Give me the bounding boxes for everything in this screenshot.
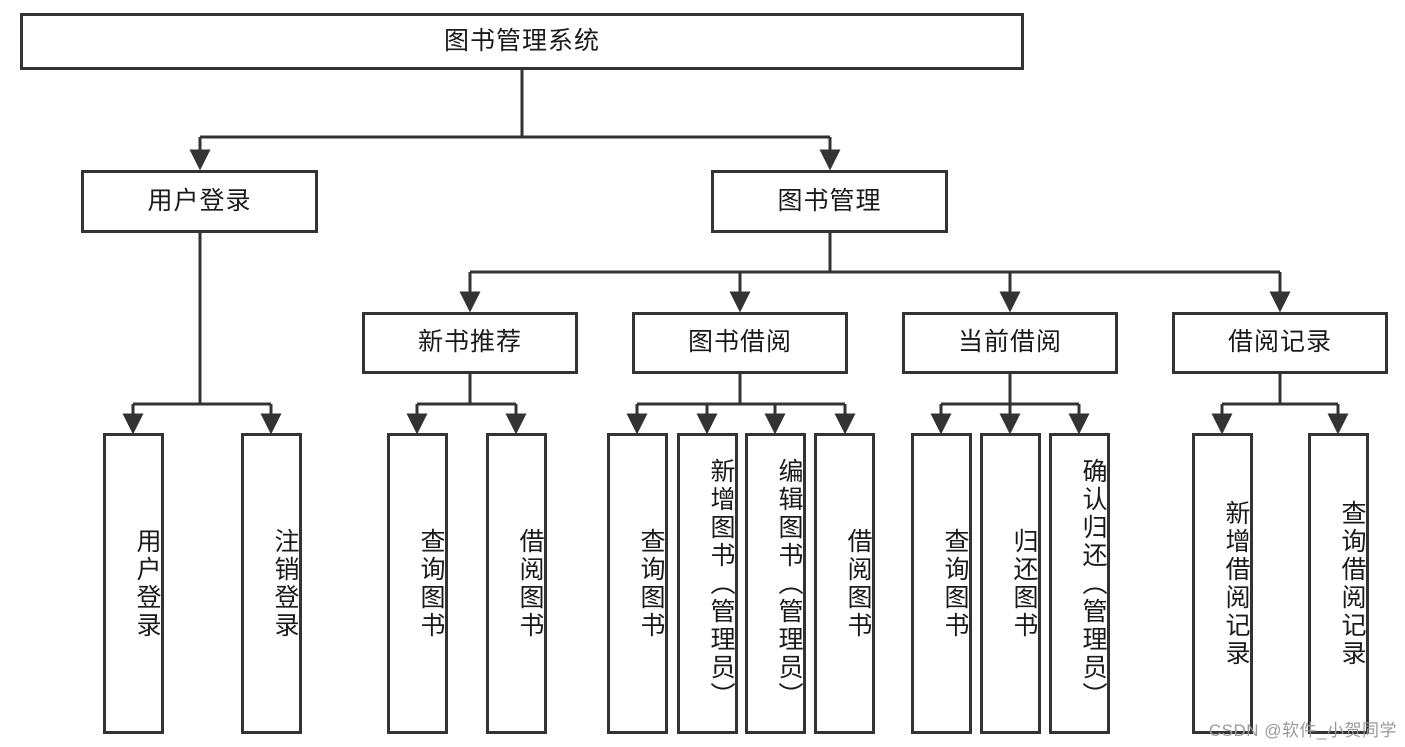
leaf-new-book-query-book[interactable]: 查询图书 — [387, 433, 448, 734]
node-current-borrow[interactable]: 当前借阅 — [902, 312, 1118, 374]
leaf-new-book-borrow-book[interactable]: 借阅图书 — [486, 433, 547, 734]
node-new-book-recommend[interactable]: 新书推荐 — [362, 312, 578, 374]
leaf-current-return-book[interactable]: 归还图书 — [980, 433, 1041, 734]
node-user-login[interactable]: 用户登录 — [81, 170, 318, 233]
leaf-current-query-book[interactable]: 查询图书 — [911, 433, 972, 734]
leaf-user-login-login[interactable]: 用户登录 — [103, 433, 164, 734]
leaf-borrow-add-book-admin[interactable]: 新增图书（管理员） — [677, 433, 738, 734]
leaf-record-add-borrow-record[interactable]: 新增借阅记录 — [1192, 433, 1253, 734]
leaf-borrow-edit-book-admin[interactable]: 编辑图书（管理员） — [745, 433, 806, 734]
node-root-book-management-system[interactable]: 图书管理系统 — [20, 13, 1024, 70]
node-book-borrow[interactable]: 图书借阅 — [632, 312, 848, 374]
leaf-current-confirm-return-admin[interactable]: 确认归还（管理员） — [1049, 433, 1110, 734]
leaf-record-query-borrow-record[interactable]: 查询借阅记录 — [1308, 433, 1369, 734]
node-borrow-record[interactable]: 借阅记录 — [1172, 312, 1388, 374]
leaf-borrow-borrow-book[interactable]: 借阅图书 — [814, 433, 875, 734]
leaf-borrow-query-book[interactable]: 查询图书 — [607, 433, 668, 734]
leaf-user-login-logout[interactable]: 注销登录 — [241, 433, 302, 734]
node-book-management[interactable]: 图书管理 — [711, 170, 948, 233]
